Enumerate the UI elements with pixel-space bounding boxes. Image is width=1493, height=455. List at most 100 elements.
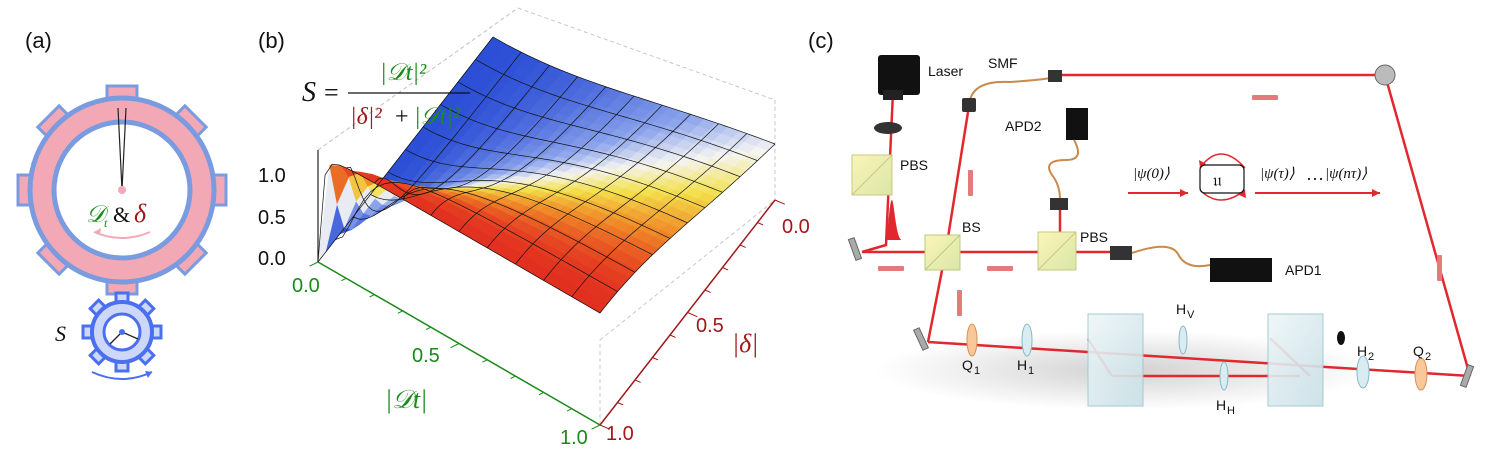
z-tick-2: 0.5: [258, 207, 286, 229]
axis-tick-mark: [722, 267, 729, 271]
axis-tick-mark: [669, 334, 676, 338]
smf-label: SMF: [988, 55, 1018, 71]
panel-a: (a) 𝒟 t & δ S: [16, 28, 228, 380]
q1-plate-icon: [966, 323, 978, 357]
formula: S = |𝒟t|² |δ|² + |𝒟t|²: [302, 60, 470, 130]
panel-b-label: (b): [258, 28, 285, 53]
axis-tick-mark: [599, 424, 610, 430]
laser-label: Laser: [928, 63, 963, 79]
hh-subscript: H: [1227, 405, 1235, 417]
axis-tick-mark: [774, 199, 785, 205]
q2-subscript: 2: [1425, 351, 1431, 363]
axis-tick-mark: [482, 359, 488, 363]
hh-plate-icon: [1219, 361, 1229, 391]
surface-mesh-line: [405, 149, 688, 224]
evolution-dots: …: [1306, 164, 1324, 184]
surface-mesh-line: [543, 123, 719, 281]
dt-axis-label: |𝒟t|: [385, 385, 427, 414]
gear-delta-symbol: δ: [134, 199, 147, 228]
surface-mesh-line: [422, 126, 706, 208]
psi0-label: |ψ(0)⟩: [1133, 166, 1170, 182]
panel-a-label: (a): [25, 28, 52, 53]
delta-tick-3: 1.0: [606, 423, 634, 445]
dt-tick-3: 1.0: [560, 427, 588, 449]
axis-tick-mark: [704, 289, 711, 293]
formula-eq: =: [324, 78, 339, 107]
axis-tick-mark: [369, 294, 375, 298]
bs-label: BS: [962, 219, 981, 235]
bs-cube-icon: [924, 234, 961, 271]
surface-mesh-line: [515, 114, 691, 265]
apd1-detector-icon: [1110, 245, 1272, 282]
pbs-mid-cube-icon: [1037, 231, 1077, 271]
axis-tick-mark: [687, 312, 698, 318]
q2-plate-icon: [1414, 357, 1428, 391]
large-gear-icon: [16, 84, 228, 296]
surface-mesh-line: [475, 59, 758, 161]
delta-axis-label: |δ|: [732, 329, 758, 358]
h2-plate-icon: [1356, 355, 1370, 389]
surface-plot: [317, 36, 776, 314]
surface-mesh-line: [440, 104, 723, 193]
axis-tick-mark: [397, 310, 403, 314]
panel-c-label: (c): [808, 28, 834, 53]
pulse-icon: [885, 200, 902, 240]
beam-block-icon: [1337, 331, 1345, 345]
z-tick-1: 1.0: [258, 165, 286, 187]
mirror-icons: [847, 64, 1475, 389]
crystal-right-icon: [1267, 313, 1324, 407]
surface-mesh-line: [571, 133, 748, 297]
axis-tick-mark: [566, 408, 573, 412]
delta-tick-2: 0.5: [696, 315, 724, 337]
beam-arrows: [878, 95, 1442, 316]
hv-subscript: V: [1187, 309, 1195, 321]
psint-label: |ψ(nτ)⟩: [1325, 166, 1367, 182]
axis-tick-mark: [425, 326, 432, 331]
laser-icon: [874, 55, 920, 134]
axis-tick-mark: [652, 357, 659, 361]
delta-tick-1: 0.0: [782, 216, 810, 238]
panel-c: (c) L: [808, 28, 1475, 417]
dt-tick-2: 0.5: [412, 345, 440, 367]
apd2-detector-icon: [1048, 108, 1088, 210]
dt-tick-1: 0.0: [292, 275, 320, 297]
axis-tick-mark: [757, 222, 764, 226]
h2-subscript: 2: [1368, 351, 1374, 363]
axis-tick-mark: [739, 244, 746, 248]
axis-tick-mark: [538, 391, 544, 396]
bounding-box: [317, 7, 776, 425]
axis-tick-mark: [617, 402, 624, 406]
surface-mesh-line: [457, 81, 741, 178]
evolution-diagram: |ψ(0)⟩ 𝔲 |ψ(τ)⟩ … |ψ(nτ)⟩: [1128, 153, 1380, 201]
crystal-left-icon: [1087, 313, 1144, 407]
axis-tick-mark: [634, 379, 641, 383]
surface-mesh-line: [599, 143, 776, 314]
smf-fiber-icon: [962, 70, 1062, 112]
surface-mesh-line: [486, 104, 663, 249]
operator-u: 𝔲: [1213, 170, 1222, 190]
surface-mesh-line: [492, 36, 776, 145]
h1-label: H: [1017, 357, 1027, 373]
apd2-label: APD2: [1005, 118, 1042, 134]
gear-ampersand: &: [113, 202, 130, 227]
axis-tick-mark: [450, 343, 460, 349]
apd1-label: APD1: [1285, 262, 1322, 278]
h2-label: H: [1357, 343, 1367, 359]
pbs-top-label: PBS: [900, 157, 928, 173]
q1-subscript: 1: [974, 365, 980, 377]
axis-tick-mark: [341, 277, 347, 282]
h1-plate-icon: [1021, 323, 1033, 357]
psit-label: |ψ(τ)⟩: [1260, 166, 1295, 182]
formula-lhs: S: [302, 77, 316, 108]
hv-plate-icon: [1178, 325, 1188, 355]
small-gear-icon: [81, 291, 163, 380]
formula-den-right: |𝒟t|²: [414, 104, 461, 130]
pbs-top-cube-icon: [851, 154, 893, 196]
hv-label: H: [1176, 301, 1186, 317]
z-tick-3: 0.0: [258, 248, 286, 270]
hh-label: H: [1216, 397, 1226, 413]
axis-tick-mark: [309, 261, 319, 267]
axis-tick-mark: [510, 375, 516, 379]
formula-numerator: |𝒟t|²: [380, 60, 427, 86]
